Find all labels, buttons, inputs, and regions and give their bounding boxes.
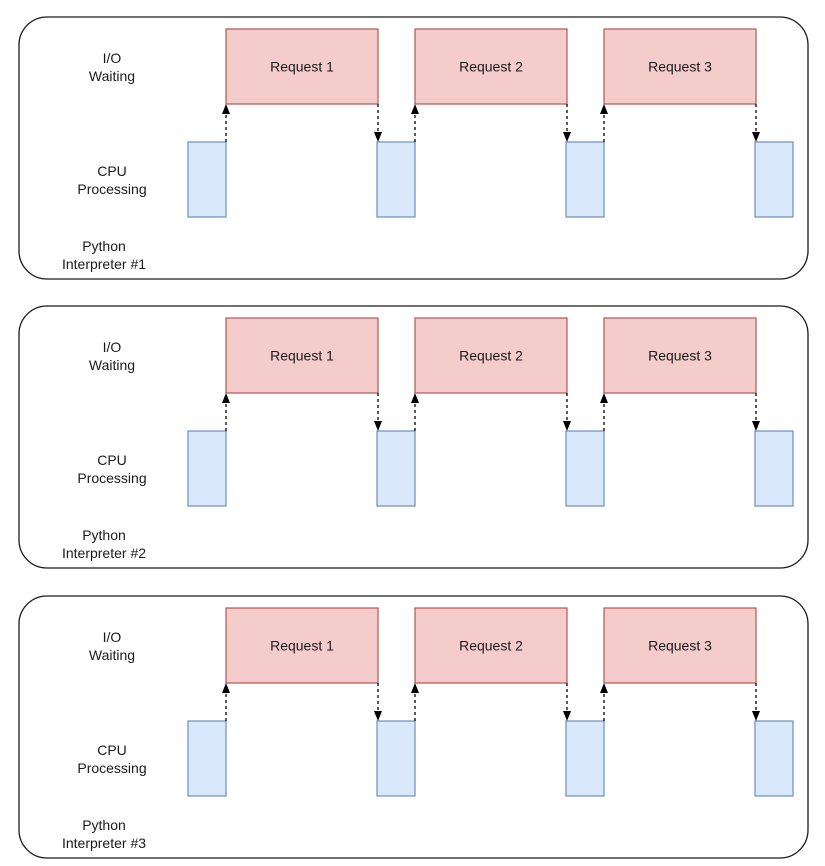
cpu-box-3 (565, 720, 605, 797)
request-box-2 (414, 317, 568, 394)
request-label-2: Request 2 (459, 638, 523, 654)
cpu-box-2 (376, 430, 416, 507)
request-label-3: Request 3 (648, 59, 712, 75)
up-arrowhead-2 (411, 683, 419, 693)
request-label-2: Request 2 (459, 59, 523, 75)
request-label-3: Request 3 (648, 638, 712, 654)
down-arrowhead-2 (563, 132, 571, 142)
request-label-1: Request 1 (270, 348, 334, 364)
cpu-box-1 (187, 430, 227, 507)
cpu-box-4 (754, 720, 794, 797)
request-box-2 (414, 28, 568, 105)
down-arrowhead-3 (752, 132, 760, 142)
request-label-3: Request 3 (648, 348, 712, 364)
request-box-3 (603, 607, 757, 684)
up-arrowhead-3 (600, 393, 608, 403)
down-arrowhead-2 (563, 421, 571, 431)
down-arrowhead-1 (374, 421, 382, 431)
up-arrowhead-3 (600, 683, 608, 693)
up-arrowhead-3 (600, 104, 608, 114)
cpu-box-2 (376, 141, 416, 218)
down-arrowhead-3 (752, 711, 760, 721)
request-box-1 (225, 607, 379, 684)
request-label-1: Request 1 (270, 59, 334, 75)
cpu-box-4 (754, 430, 794, 507)
cpu-box-2 (376, 720, 416, 797)
request-box-3 (603, 317, 757, 394)
request-box-1 (225, 28, 379, 105)
up-arrowhead-1 (222, 104, 230, 114)
request-box-3 (603, 28, 757, 105)
cpu-box-3 (565, 430, 605, 507)
up-arrowhead-2 (411, 393, 419, 403)
request-box-2 (414, 607, 568, 684)
down-arrowhead-1 (374, 132, 382, 142)
cpu-box-4 (754, 141, 794, 218)
cpu-box-1 (187, 141, 227, 218)
cpu-box-1 (187, 720, 227, 797)
down-arrowhead-1 (374, 711, 382, 721)
up-arrowhead-1 (222, 393, 230, 403)
request-box-1 (225, 317, 379, 394)
up-arrowhead-1 (222, 683, 230, 693)
up-arrowhead-2 (411, 104, 419, 114)
down-arrowhead-3 (752, 421, 760, 431)
down-arrowhead-2 (563, 711, 571, 721)
request-label-1: Request 1 (270, 638, 334, 654)
request-label-2: Request 2 (459, 348, 523, 364)
cpu-box-3 (565, 141, 605, 218)
